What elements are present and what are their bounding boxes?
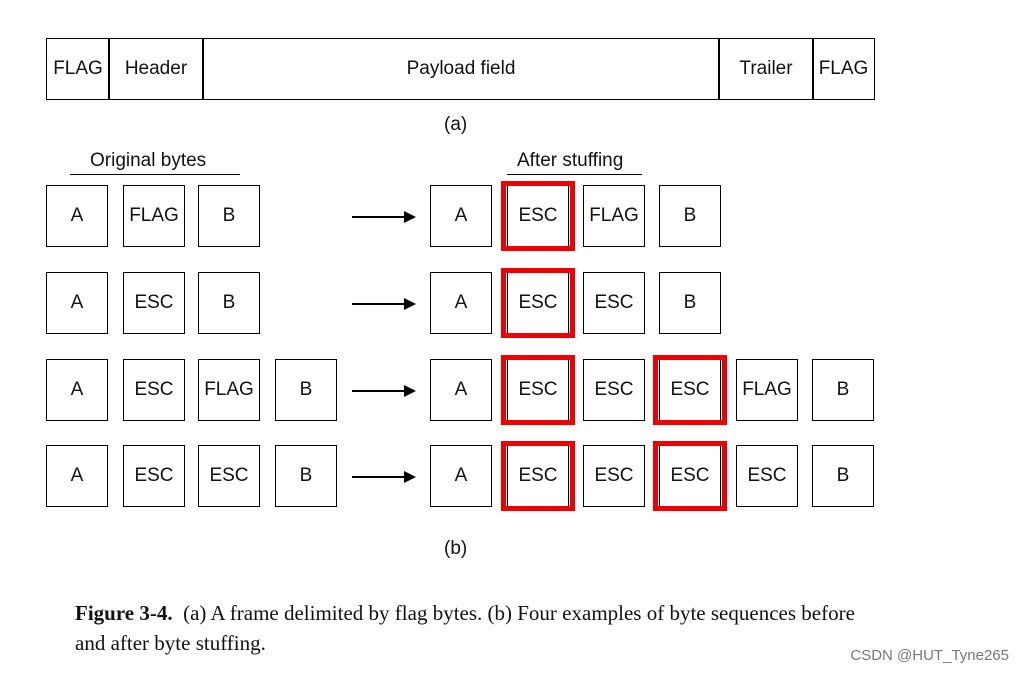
stuffed-byte: A — [430, 185, 492, 247]
stuffed-byte: B — [659, 185, 721, 247]
arrow-icon — [352, 211, 416, 223]
frame-payload: Payload field — [202, 38, 720, 100]
original-byte: B — [198, 272, 260, 334]
stuffed-byte: A — [430, 359, 492, 421]
after-heading-underline — [507, 174, 642, 175]
stuffed-byte: B — [812, 359, 874, 421]
stuffed-byte: FLAG — [583, 185, 645, 247]
watermark: CSDN @HUT_Tyne265 — [850, 647, 1009, 664]
stuffed-byte: ESC — [583, 359, 645, 421]
stuffed-byte: B — [812, 445, 874, 507]
figure-caption: Figure 3-4. (a) A frame delimited by fla… — [75, 598, 875, 658]
stuffed-byte: ESC — [659, 359, 721, 421]
stuffed-byte: ESC — [507, 272, 569, 334]
original-byte: FLAG — [123, 185, 185, 247]
label-a: (a) — [444, 114, 468, 135]
stuffed-byte: A — [430, 272, 492, 334]
stuffed-byte: ESC — [507, 445, 569, 507]
stuffed-byte: B — [659, 272, 721, 334]
figure-number: Figure 3-4. — [75, 601, 173, 625]
original-heading-underline — [70, 174, 240, 175]
frame-header: Header — [108, 38, 204, 100]
after-stuffing-heading: After stuffing — [517, 150, 624, 171]
frame-flag-end: FLAG — [812, 38, 875, 100]
arrow-icon — [352, 298, 416, 310]
original-byte: ESC — [198, 445, 260, 507]
figure-caption-text: (a) A frame delimited by flag bytes. (b)… — [75, 601, 855, 655]
stuffed-byte: ESC — [659, 445, 721, 507]
original-byte: FLAG — [198, 359, 260, 421]
stuffed-byte: A — [430, 445, 492, 507]
arrow-icon — [352, 471, 416, 483]
frame-trailer: Trailer — [718, 38, 814, 100]
original-byte: A — [46, 359, 108, 421]
stuffed-byte: ESC — [736, 445, 798, 507]
stuffed-byte: ESC — [507, 359, 569, 421]
original-byte: A — [46, 272, 108, 334]
original-byte: A — [46, 185, 108, 247]
stuffed-byte: ESC — [583, 445, 645, 507]
frame-flag-start: FLAG — [46, 38, 110, 100]
original-bytes-heading: Original bytes — [90, 150, 207, 171]
stuffed-byte: ESC — [583, 272, 645, 334]
original-byte: B — [275, 359, 337, 421]
stuffed-byte: FLAG — [736, 359, 798, 421]
stuffed-byte: ESC — [507, 185, 569, 247]
label-b: (b) — [444, 538, 468, 559]
original-byte: ESC — [123, 272, 185, 334]
original-byte: A — [46, 445, 108, 507]
arrow-icon — [352, 385, 416, 397]
original-byte: ESC — [123, 359, 185, 421]
original-byte: B — [198, 185, 260, 247]
original-byte: B — [275, 445, 337, 507]
original-byte: ESC — [123, 445, 185, 507]
